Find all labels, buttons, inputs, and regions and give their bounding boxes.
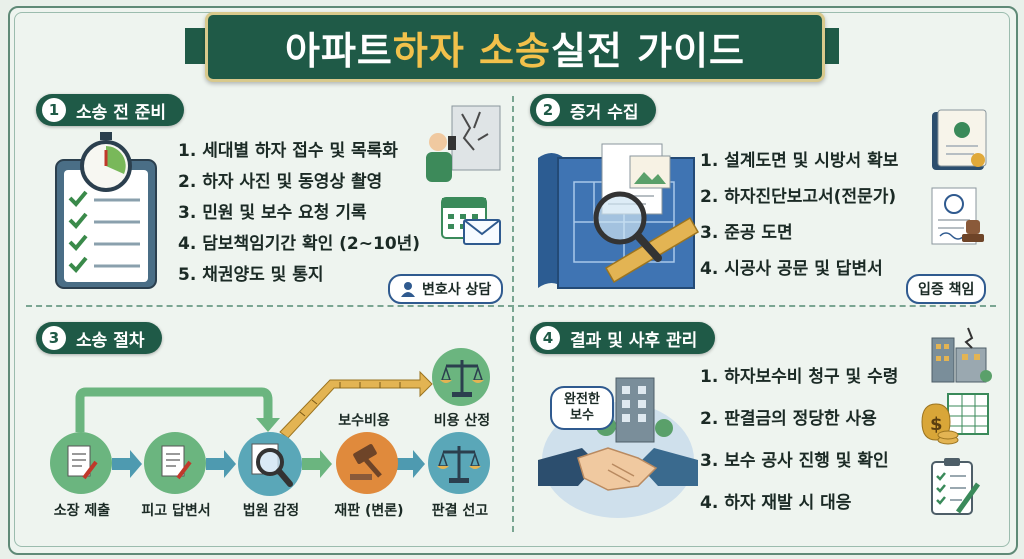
document-pen-icon (67, 445, 98, 480)
svg-text:$: $ (930, 414, 943, 435)
title-pre: 아파트 (285, 28, 393, 73)
step-label: 비용 산정 (433, 413, 491, 429)
scales-icon (440, 360, 484, 397)
section-3-header: 3 소송 절차 (36, 322, 163, 354)
magnifier-icon (251, 443, 293, 487)
section-2-number: 2 (536, 98, 560, 122)
certificate-stamp-icon (931, 187, 984, 245)
blueprint-magnifier-icon (538, 143, 700, 289)
section-2-item: 2. 하자진단보고서(전문가) (700, 187, 897, 207)
step-trial-icon (336, 432, 398, 494)
section-2-list: 1. 설계도면 및 시방서 확보 2. 하자진단보고서(전문가) 3. 준공 도… (700, 143, 898, 287)
money-ledger-icon: $ (921, 393, 989, 445)
section-4-item: 2. 판결금의 정당한 사용 (700, 409, 877, 429)
lawyer-consult-badge: 변호사 상담 (388, 274, 504, 304)
section-3-title: 소송 절차 (76, 330, 145, 351)
apartment-icon (931, 327, 992, 383)
person-icon (401, 282, 415, 297)
section-1-header: 1 소송 전 준비 (36, 94, 185, 126)
step-label: 판결 선고 (431, 503, 489, 519)
burden-proof-badge: 입증 책임 (906, 274, 987, 304)
handshake-building-icon (538, 377, 698, 518)
section-4-list: 1. 하자보수비 청구 및 수령 2. 판결금의 정당한 사용 3. 보수 공사… (700, 356, 898, 524)
section-2-item: 4. 시공사 공문 및 답변서 (700, 259, 883, 279)
section-4-item: 4. 하자 재발 시 대응 (700, 493, 852, 513)
document-pen-icon (161, 445, 192, 480)
step-judgment-icon (428, 432, 490, 494)
title-highlight: 하자 소송 (392, 28, 551, 73)
section-3-number: 3 (42, 326, 66, 350)
bubble-line: 보수 (570, 408, 594, 423)
gavel-icon (350, 444, 382, 480)
section-1-item: 3. 민원 및 보수 요청 기록 (178, 203, 367, 223)
section-2-title: 증거 수집 (570, 102, 639, 123)
checklist-icon (931, 458, 981, 515)
section-2-item: 1. 설계도면 및 시방서 확보 (700, 151, 899, 171)
crack-photo-icon (426, 105, 501, 182)
step-cost-icon (432, 348, 490, 406)
calendar-mail-icon (441, 197, 501, 245)
section-2-item: 3. 준공 도면 (700, 223, 793, 243)
page-title: 아파트 하자 소송 실전 가이드 (205, 12, 825, 82)
complete-repair-bubble: 완전한 보수 (550, 386, 614, 430)
section-4-item: 1. 하자보수비 청구 및 수령 (700, 367, 899, 387)
step-answer-icon (144, 432, 206, 494)
bubble-line: 완전한 (564, 392, 600, 407)
ruler-label: 보수비용 (338, 413, 390, 429)
step-appraisal-icon (238, 432, 302, 496)
step-label: 피고 답변서 (141, 503, 211, 519)
horizontal-divider (26, 305, 996, 307)
section-1-title: 소송 전 준비 (76, 102, 167, 123)
section-4-item: 3. 보수 공사 진행 및 확인 (700, 451, 889, 471)
section-2-header: 2 증거 수집 (530, 94, 657, 126)
section-1-list: 1. 세대별 하자 접수 및 목록화 2. 하자 사진 및 동영상 촬영 3. … (178, 136, 420, 291)
title-post: 실전 가이드 (550, 28, 745, 73)
section-1-item: 2. 하자 사진 및 동영상 촬영 (178, 172, 383, 192)
section-1-item: 5. 채권양도 및 통지 (178, 265, 324, 285)
section-4-number: 4 (536, 326, 560, 350)
burden-proof-label: 입증 책임 (918, 282, 975, 298)
section-1-item: 1. 세대별 하자 접수 및 목록화 (178, 141, 398, 161)
section-1-item: 4. 담보책임기간 확인 (2~10년) (178, 234, 421, 254)
lawyer-consult-label: 변호사 상담 (422, 282, 492, 298)
scales-icon (437, 446, 481, 483)
step-label: 소장 제출 (53, 503, 111, 519)
section-1-number: 1 (42, 98, 66, 122)
step-label: 재판 (변론) (334, 503, 404, 519)
clipboard-stopwatch-icon (55, 132, 157, 289)
section-4-title: 결과 및 사후 관리 (570, 330, 698, 351)
section-4-header: 4 결과 및 사후 관리 (530, 322, 716, 354)
step-label: 법원 감정 (242, 503, 300, 519)
vertical-divider (512, 96, 514, 532)
step-complaint-icon (50, 432, 112, 494)
document-book-icon (932, 109, 987, 170)
